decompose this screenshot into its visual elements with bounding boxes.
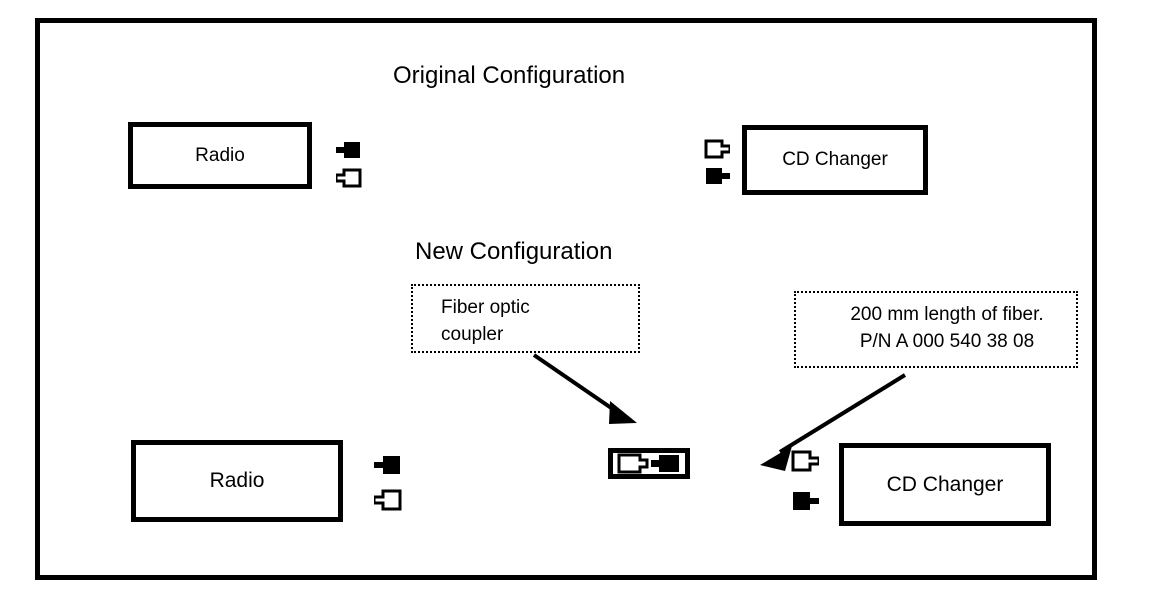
coupler-mated-connectors [617, 453, 679, 474]
callout-coupler-line-2: coupler [441, 324, 504, 345]
male-plug-icon [336, 142, 360, 158]
male-plug-icon [651, 455, 679, 472]
device-radio-bottom: Radio [131, 440, 343, 522]
male-plug-icon [374, 456, 400, 474]
fiber-optic-coupler-assembly [608, 448, 690, 479]
callout-fiber-line-1: 200 mm length of fiber. [850, 304, 1044, 325]
callout-fiber-line-2: P/N A 000 540 38 08 [859, 331, 1035, 352]
female-socket-icon [374, 489, 402, 511]
male-plug-icon [793, 492, 819, 510]
device-radio-bottom-label: Radio [209, 469, 265, 492]
female-socket-icon [791, 450, 819, 472]
device-cd-changer-bottom: CD Changer [839, 443, 1051, 526]
female-socket-icon [336, 168, 362, 188]
callout-coupler-line-1: Fiber optic [441, 297, 530, 318]
device-radio-top: Radio [128, 122, 312, 189]
device-cd-changer-bottom-label: CD Changer [886, 472, 1004, 496]
male-plug-icon [706, 168, 730, 184]
device-cd-changer-top: CD Changer [742, 125, 928, 195]
female-socket-icon [617, 453, 649, 474]
section-title-new: New Configuration [415, 238, 613, 265]
device-radio-top-label: Radio [195, 144, 245, 166]
callout-fiber-part-number: 200 mm length of fiber. P/N A 000 540 38… [794, 291, 1078, 368]
callout-fiber-optic-coupler: Fiber optic coupler [411, 284, 640, 353]
section-title-original: Original Configuration [393, 62, 626, 89]
female-socket-icon [704, 139, 730, 159]
device-cd-changer-top-label: CD Changer [782, 149, 888, 170]
